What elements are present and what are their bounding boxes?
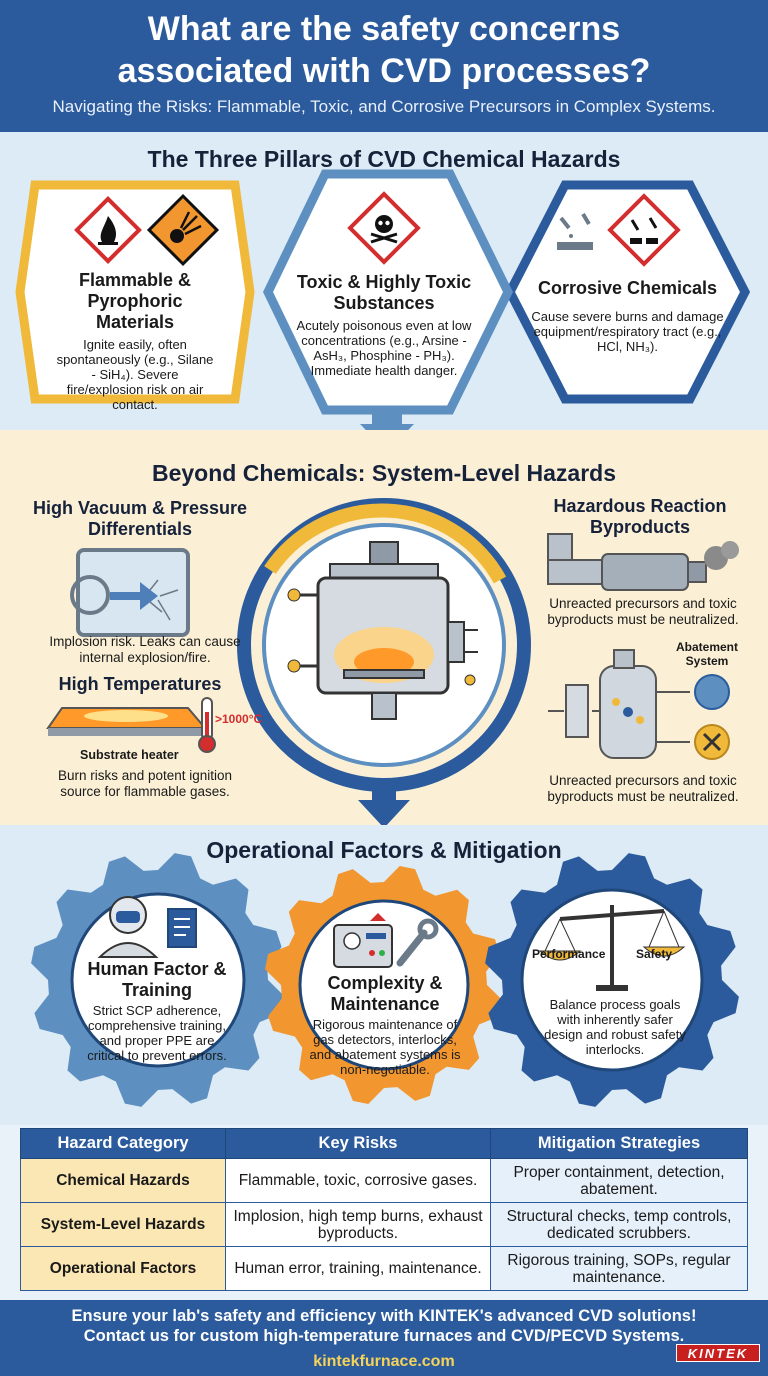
vacuum-text: Implosion risk. Leaks can cause internal…: [49, 634, 241, 665]
footer: Ensure your lab's safety and efficiency …: [0, 1300, 768, 1376]
safety-label: Safety: [636, 947, 673, 961]
manual-book-icon: [167, 908, 197, 948]
control-panel-icon: [333, 913, 393, 968]
wrench-icon: [396, 918, 439, 967]
balance-scale-icon: [538, 905, 686, 991]
pillar-corrosive-title: Corrosive Chemicals: [537, 278, 718, 298]
hexagon-toxic: [263, 169, 514, 415]
hazard-table: Hazard Category Key Risks Mitigation Str…: [20, 1128, 748, 1291]
cvd-reactor-icon: [287, 541, 478, 720]
page-title: What are the safety concerns associated …: [0, 8, 768, 92]
pillar-flammable: Flammable & Pyrophoric Materials Ignite …: [55, 270, 215, 412]
table-row: Operational Factors Human error, trainin…: [20, 1246, 748, 1291]
pillars-section: The Three Pillars of CVD Chemical Hazard…: [0, 132, 768, 430]
table-row: System-Level Hazards Implosion, high tem…: [20, 1202, 748, 1247]
row-mitigation: Proper containment, detection, abatement…: [490, 1158, 748, 1203]
system-title: Beyond Chemicals: System-Level Hazards: [151, 460, 616, 486]
vacuum-title: High Vacuum & Pressure Differentials: [32, 498, 248, 539]
beaker-pour-icon: [557, 212, 593, 250]
footer-line-1: Ensure your lab's safety and efficiency …: [71, 1307, 697, 1325]
gear-human-factor-center: [70, 892, 246, 1068]
gears-graphics: [31, 853, 739, 1107]
row-category: Operational Factors: [20, 1246, 226, 1291]
table-row: Chemical Hazards Flammable, toxic, corro…: [20, 1158, 748, 1203]
complexity-title: Complexity & Maintenance: [327, 973, 443, 1014]
temperature-text: Burn risks and potent ignition source fo…: [57, 768, 233, 799]
byproducts-title: Hazardous Reaction Byproducts: [553, 496, 727, 537]
system-graphics: [46, 498, 739, 825]
header-hazard-category: Hazard Category: [20, 1128, 226, 1159]
human-factor-text: Strict SCP adherence, comprehensive trai…: [87, 1003, 227, 1063]
skull-icon: [347, 191, 421, 265]
row-mitigation: Rigorous training, SOPs, regular mainten…: [490, 1246, 748, 1291]
pillar-corrosive-text: Cause severe burns and damage equipment/…: [531, 309, 724, 354]
pillar-toxic: Toxic & Highly Toxic Substances Acutely …: [293, 272, 475, 378]
reactor-ring-gold: [264, 503, 507, 584]
balance-text: Balance process goals with inherently sa…: [544, 997, 686, 1057]
page-header: What are the safety concerns associated …: [0, 0, 768, 132]
complexity-block: Complexity & Maintenance Rigorous mainte…: [305, 973, 465, 1077]
flame-icon: [74, 196, 142, 264]
table-header-row: Hazard Category Key Risks Mitigation Str…: [20, 1128, 748, 1159]
operational-title: Operational Factors & Mitigation: [206, 837, 562, 863]
temp-label: >1000°C: [215, 712, 263, 726]
footer-cta: Ensure your lab's safety and efficiency …: [0, 1306, 768, 1346]
temperature-title: High Temperatures: [58, 674, 222, 694]
ppe-person-icon: [97, 896, 159, 958]
row-risks: Implosion, high temp burns, exhaust bypr…: [225, 1202, 491, 1247]
row-risks: Flammable, toxic, corrosive gases.: [225, 1158, 491, 1203]
header-mitigation: Mitigation Strategies: [490, 1128, 748, 1159]
row-risks: Human error, training, maintenance.: [225, 1246, 491, 1291]
kintek-logo: KINTEK: [676, 1344, 760, 1362]
implosion-glass-icon: [70, 548, 190, 637]
header-key-risks: Key Risks: [225, 1128, 491, 1159]
abatement-system-icon: [548, 649, 730, 760]
footer-line-2: Contact us for custom high-temperature f…: [83, 1327, 685, 1345]
pillars-title: The Three Pillars of CVD Chemical Hazard…: [147, 146, 621, 172]
footer-url-link[interactable]: kintekfurnace.com: [313, 1353, 455, 1370]
explosion-icon: [146, 193, 220, 267]
operational-section: Operational Factors & Mitigation: [0, 825, 768, 1125]
pillar-flammable-text: Ignite easily, often spontaneously (e.g.…: [56, 337, 214, 412]
substrate-heater-icon: [46, 707, 208, 736]
arrow-down-icon: [360, 410, 414, 430]
pillar-toxic-title: Toxic & Highly Toxic Substances: [296, 272, 472, 313]
page-subtitle: Navigating the Risks: Flammable, Toxic, …: [52, 97, 716, 116]
complexity-text: Rigorous maintenance of gas detectors, i…: [309, 1017, 461, 1077]
exhaust-pipe-icon: [547, 533, 739, 591]
system-section: Beyond Chemicals: System-Level Hazards: [0, 430, 768, 825]
byproducts-text: Unreacted precursors and toxic byproduct…: [547, 596, 739, 627]
abatement-text: Unreacted precursors and toxic byproduct…: [547, 773, 739, 804]
thermometer-icon: [198, 697, 216, 753]
row-category: Chemical Hazards: [20, 1158, 226, 1203]
pillars-graphics: [15, 169, 751, 430]
human-factor-title: Human Factor & Training: [87, 959, 227, 1000]
human-factor-block: Human Factor & Training Strict SCP adher…: [82, 959, 232, 1063]
title-line-2: associated with CVD processes?: [117, 52, 651, 90]
title-line-1: What are the safety concerns: [147, 10, 621, 48]
pillar-flammable-title: Flammable & Pyrophoric Materials: [78, 270, 192, 332]
performance-label: Performance: [532, 947, 606, 961]
corrosive-icon: [607, 193, 681, 267]
arrow-down-icon: [358, 785, 410, 825]
pillar-corrosive: Corrosive Chemicals Cause severe burns a…: [530, 278, 725, 354]
abatement-label: Abatement System: [675, 640, 738, 668]
row-mitigation: Structural checks, temp controls, dedica…: [490, 1202, 748, 1247]
heater-label: Substrate heater: [80, 748, 179, 762]
row-category: System-Level Hazards: [20, 1202, 226, 1247]
pillar-toxic-text: Acutely poisonous even at low concentrat…: [296, 318, 472, 378]
